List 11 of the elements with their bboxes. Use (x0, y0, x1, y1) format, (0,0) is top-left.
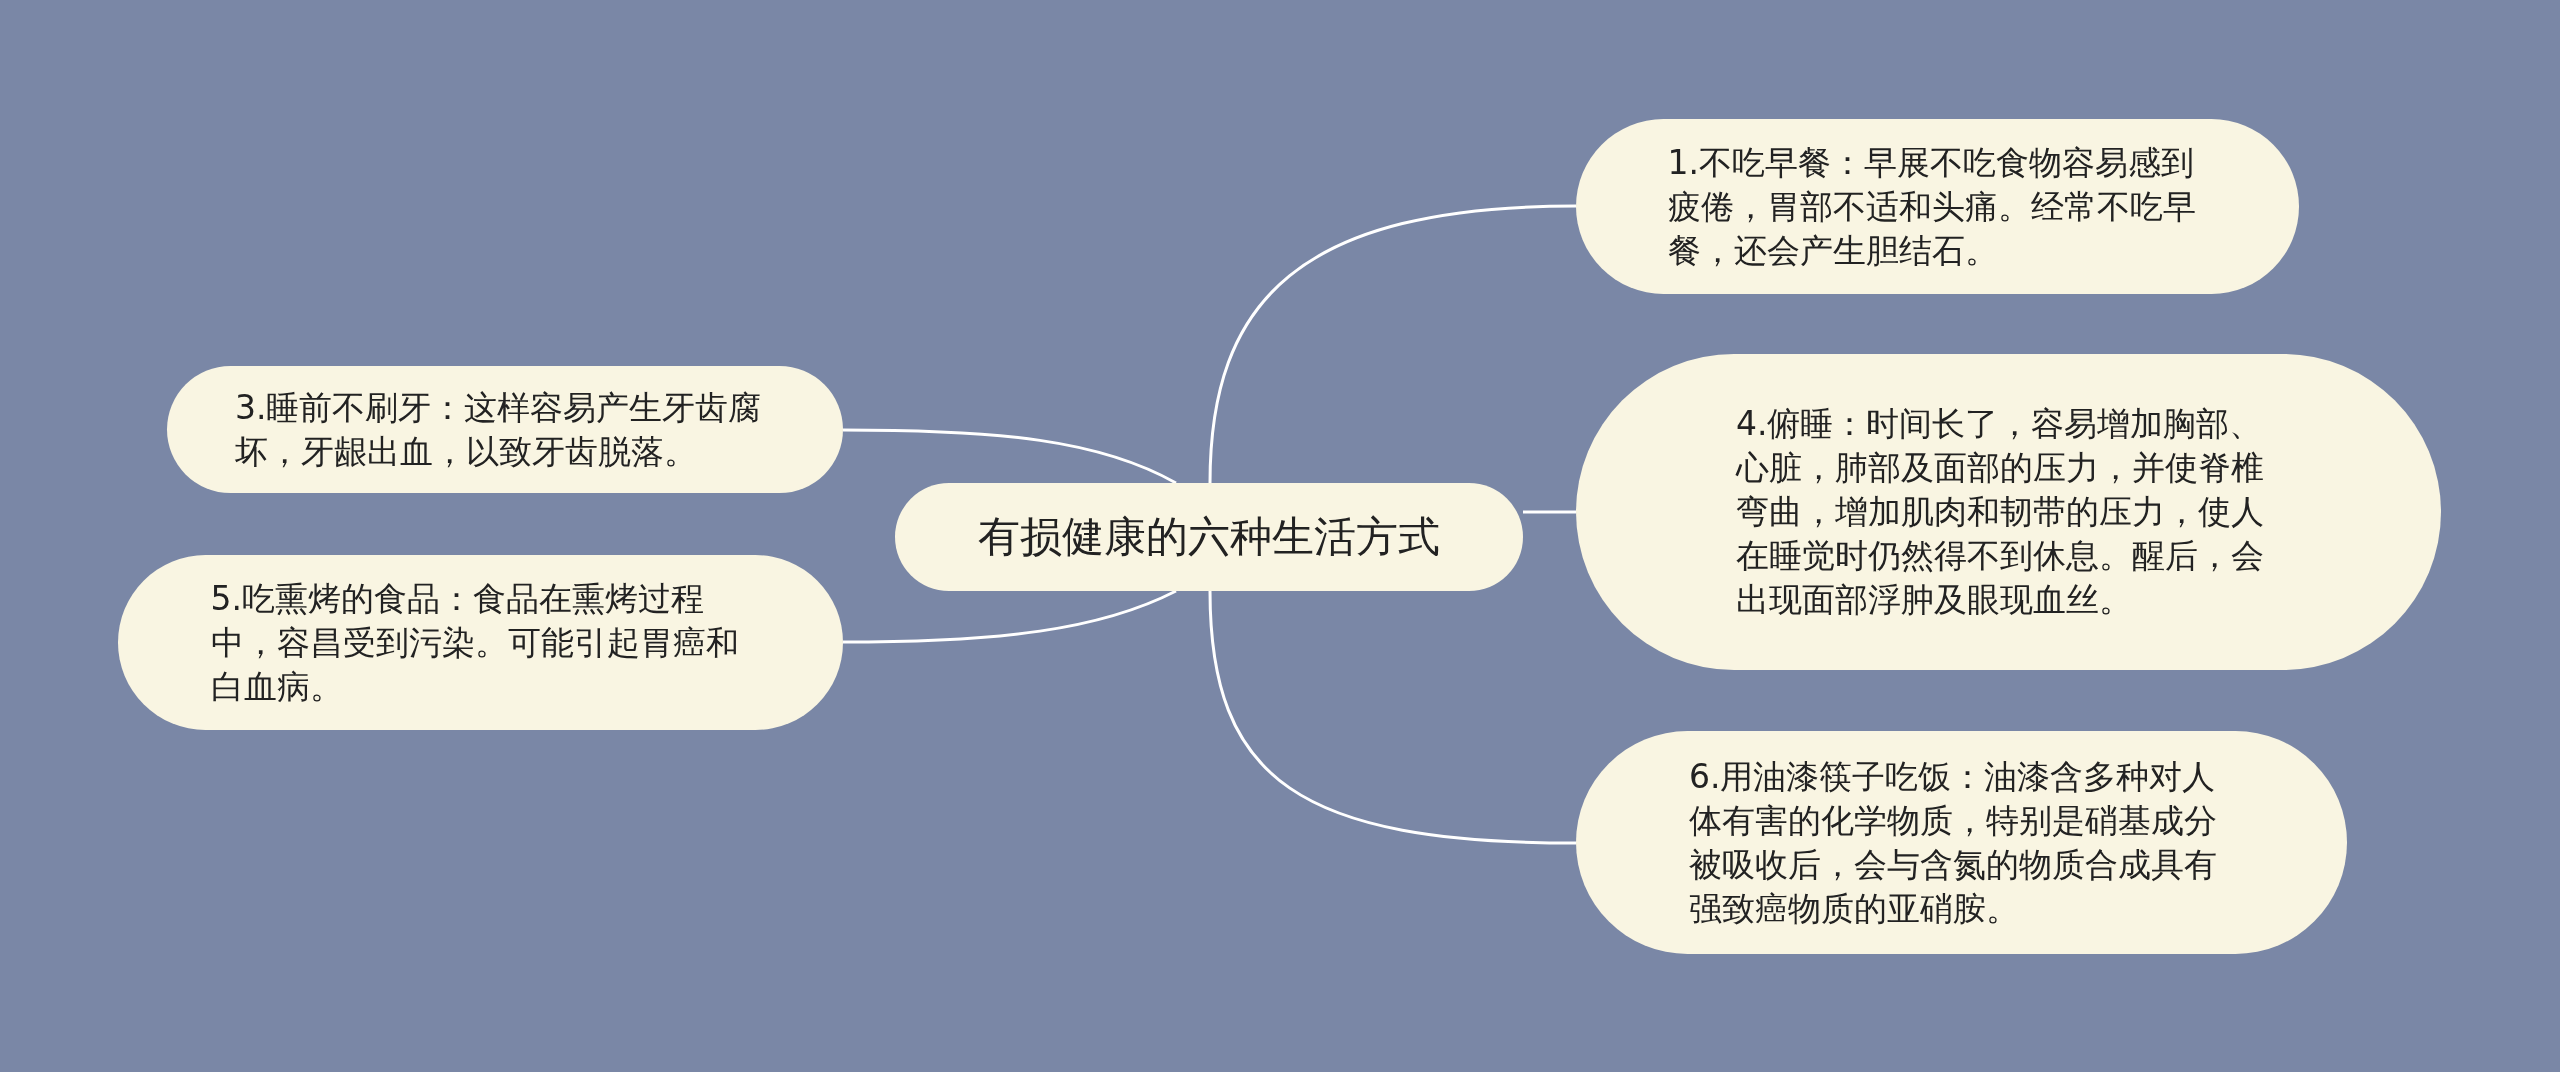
subtopic-box: 6.用油漆筷子吃饭：油漆含多种对人体有害的化学物质，特别是硝基成分被吸收后，会与含氮的物质合成具有强致癌物质的亚硝胺。 (1576, 731, 2347, 954)
connector-line (1208, 204, 1577, 484)
subtopic-box: 3.睡前不刷牙：这样容易产生牙齿腐坏，牙龈出血，以致牙齿脱落。 (167, 366, 843, 493)
subtopic-box: 4.俯睡：时间长了，容易增加胸部、心脏，肺部及面部的压力，并使脊椎弯曲，增加肌肉和韧带的压力，使人在睡觉时仍然得不到休息。醒后，会出现面部浮肿及眼现血丝。 (1576, 354, 2441, 670)
topic-box: 有损健康的六种生活方式 (895, 483, 1523, 591)
subtopic-box: 1.不吃早餐：早展不吃食物容易感到疲倦，胃部不适和头痛。经常不吃早餐，还会产生胆结石。 (1576, 119, 2299, 294)
connector-line (1523, 510, 1576, 514)
subtopic-box: 5.吃熏烤的食品：食品在熏烤过程中，容昌受到污染。可能引起胃癌和白血病。 (118, 555, 843, 730)
connector-line (1208, 590, 1577, 845)
connector-line (843, 589, 1177, 644)
connector-line (843, 428, 1177, 485)
